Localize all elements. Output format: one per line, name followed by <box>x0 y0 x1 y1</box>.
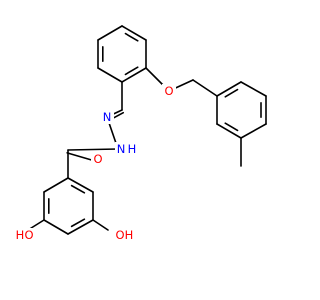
carbonyl-oxygen-label: O <box>93 152 102 166</box>
aromatic-bond-a4-a5 <box>124 32 139 42</box>
bond-b4-b5 <box>240 123 267 139</box>
aromatic-bond-r6-r1 <box>70 184 86 194</box>
bond-a1-a2 <box>97 67 123 83</box>
bond-r3-r4 <box>43 219 69 235</box>
bond-a4-a5 <box>121 25 147 41</box>
bond-layer <box>27 25 267 235</box>
bond-a6-a1 <box>121 67 147 83</box>
molecule-structure-diagram: O N H N O H O O H <box>8 25 267 242</box>
aromatic-bond-r4-r5 <box>70 218 86 228</box>
bond-b2-b3 <box>240 81 267 97</box>
bond-r1-r2 <box>43 177 69 193</box>
aromatic-bond-b5-b6 <box>224 122 239 132</box>
label-bg <box>100 110 114 124</box>
bond-r4-r5 <box>67 219 94 235</box>
bond-ch2-b1 <box>192 79 218 97</box>
amide-hydrogen-label: H <box>128 142 137 156</box>
aromatic-bond-a6-a1 <box>124 66 139 76</box>
right-hydroxyl-o-label: O <box>115 228 124 242</box>
bond-a3-a4 <box>97 25 123 41</box>
bond-r6-r1 <box>67 177 94 193</box>
left-hydroxyl-h-label: H <box>16 228 25 242</box>
carbonyl-double-bond <box>66 152 92 161</box>
label-bg <box>91 152 105 166</box>
label-bg <box>8 228 34 242</box>
bond-cC-nA <box>67 148 119 151</box>
amide-nitrogen-label: N <box>117 142 126 156</box>
aromatic-bond-b1-b2 <box>224 88 239 98</box>
right-hydroxyl-h-label: H <box>125 228 134 242</box>
imine-nitrogen-label: N <box>103 110 112 124</box>
label-bg <box>162 84 176 98</box>
left-hydroxyl-o-label: O <box>24 228 33 242</box>
bond-r5-ho2 <box>92 219 109 231</box>
bond-b1-b2 <box>216 81 242 97</box>
label-bg <box>115 142 137 156</box>
atom-label-layer: O N H N O H O O H <box>8 84 176 242</box>
label-bg <box>114 228 140 242</box>
ether-oxygen-label: O <box>164 84 173 98</box>
bond-b5-b6 <box>216 123 242 139</box>
